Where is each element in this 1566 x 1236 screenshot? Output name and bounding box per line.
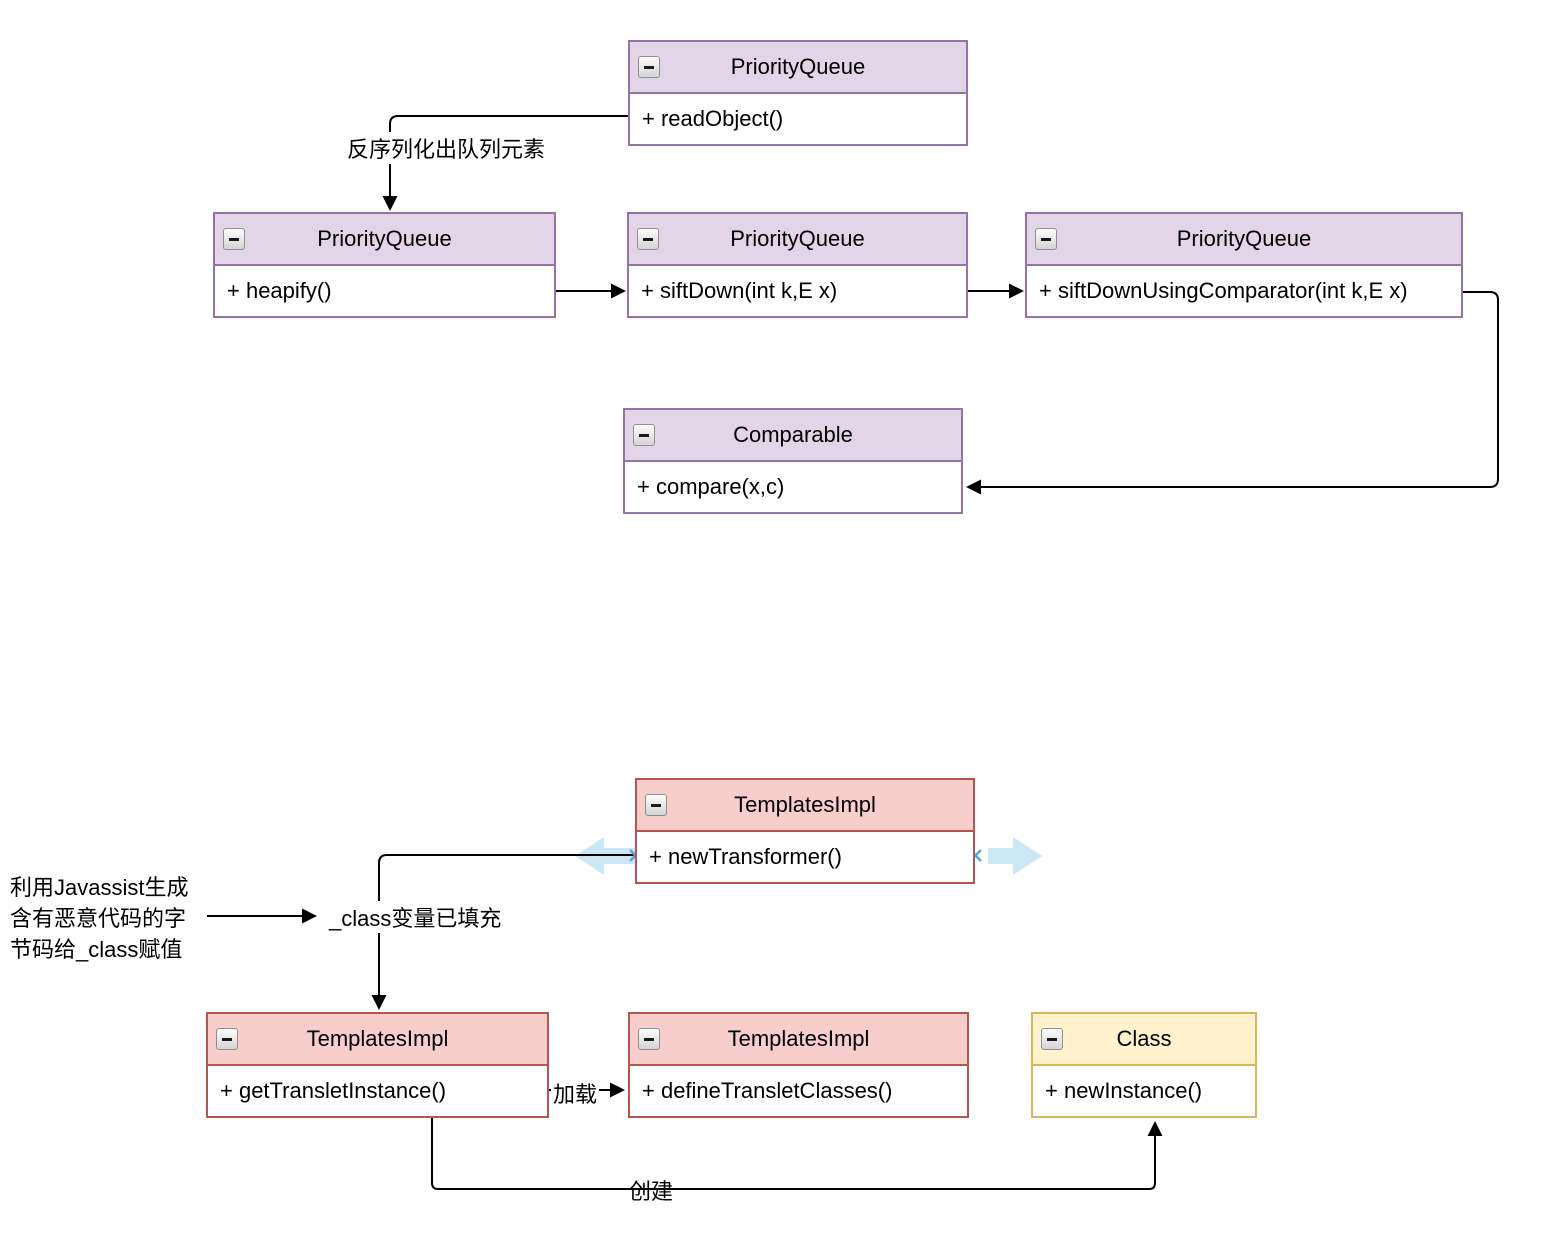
class-title: PriorityQueue xyxy=(317,226,452,251)
class-box-priorityqueue-siftdown[interactable]: PriorityQueue + siftDown(int k,E x) xyxy=(627,212,968,318)
class-box-templatesimpl-definetransletclasses[interactable]: TemplatesImpl + defineTransletClasses() xyxy=(628,1012,969,1118)
collapse-icon[interactable] xyxy=(645,794,667,816)
class-title: Comparable xyxy=(733,422,853,447)
class-title: Class xyxy=(1116,1026,1172,1051)
class-box-header: PriorityQueue xyxy=(215,214,554,266)
hover-arrow-right-icon[interactable] xyxy=(988,837,1042,875)
class-member[interactable]: + siftDown(int k,E x) xyxy=(629,266,966,316)
class-member[interactable]: + defineTransletClasses() xyxy=(630,1066,967,1116)
class-title: PriorityQueue xyxy=(730,226,865,251)
class-member[interactable]: + getTransletInstance() xyxy=(208,1066,547,1116)
collapse-icon[interactable] xyxy=(216,1028,238,1050)
class-box-header: PriorityQueue xyxy=(1027,214,1461,266)
collapse-icon[interactable] xyxy=(637,228,659,250)
class-title: PriorityQueue xyxy=(1176,226,1312,251)
class-box-header: PriorityQueue xyxy=(629,214,966,266)
class-title: PriorityQueue xyxy=(730,54,866,79)
edge-readobject-to-heapify[interactable] xyxy=(382,115,628,211)
class-member[interactable]: + newInstance() xyxy=(1033,1066,1255,1116)
class-box-comparable-compare[interactable]: Comparable + compare(x,c) xyxy=(623,408,963,514)
class-title: TemplatesImpl xyxy=(727,1026,870,1051)
class-member[interactable]: + siftDownUsingComparator(int k,E x) xyxy=(1027,266,1461,316)
class-member[interactable]: + readObject() xyxy=(630,94,966,144)
collapse-icon[interactable] xyxy=(1035,228,1057,250)
class-member[interactable]: + heapify() xyxy=(215,266,554,316)
collapse-icon[interactable] xyxy=(223,228,245,250)
edge-label-create[interactable]: 创建 xyxy=(629,1179,674,1204)
class-title: TemplatesImpl xyxy=(306,1026,449,1051)
class-box-templatesimpl-gettransletinstance[interactable]: TemplatesImpl + getTransletInstance() xyxy=(206,1012,549,1118)
edge-gettransletinstance-to-newinstance[interactable] xyxy=(431,1115,1163,1190)
collapse-icon[interactable] xyxy=(638,56,660,78)
edge-label-deserialize[interactable]: 反序列化出队列元素 xyxy=(345,132,548,164)
edge-label-load[interactable]: 加载 xyxy=(551,1077,600,1109)
class-member[interactable]: + newTransformer() xyxy=(637,832,973,882)
class-box-header: TemplatesImpl xyxy=(630,1014,967,1066)
collapse-icon[interactable] xyxy=(638,1028,660,1050)
class-box-class-newinstance[interactable]: Class + newInstance() xyxy=(1031,1012,1257,1118)
class-box-templatesimpl-newtransformer[interactable]: TemplatesImpl + newTransformer() xyxy=(635,778,975,884)
edge-siftdownusingcomparator-to-compare[interactable] xyxy=(966,291,1499,495)
class-box-priorityqueue-readobject[interactable]: PriorityQueue + readObject() xyxy=(628,40,968,146)
class-title: TemplatesImpl xyxy=(734,792,876,817)
class-box-header: Comparable xyxy=(625,410,961,462)
edge-newtransformer-to-gettransletinstance[interactable] xyxy=(371,854,635,1010)
collapse-icon[interactable] xyxy=(633,424,655,446)
edge-label-class-filled[interactable]: _class变量已填充 xyxy=(327,901,504,933)
class-box-header: PriorityQueue xyxy=(630,42,966,94)
class-member[interactable]: + compare(x,c) xyxy=(625,462,961,512)
collapse-icon[interactable] xyxy=(1041,1028,1063,1050)
class-box-priorityqueue-heapify[interactable]: PriorityQueue + heapify() xyxy=(213,212,556,318)
class-box-header: Class xyxy=(1033,1014,1255,1066)
class-box-header: TemplatesImpl xyxy=(637,780,973,832)
class-box-priorityqueue-siftdownusingcomparator[interactable]: PriorityQueue + siftDownUsingComparator(… xyxy=(1025,212,1463,318)
class-box-header: TemplatesImpl xyxy=(208,1014,547,1066)
annotation-javassist-note[interactable]: 利用Javassist生成 含有恶意代码的字 节码给_class赋值 xyxy=(10,875,189,962)
